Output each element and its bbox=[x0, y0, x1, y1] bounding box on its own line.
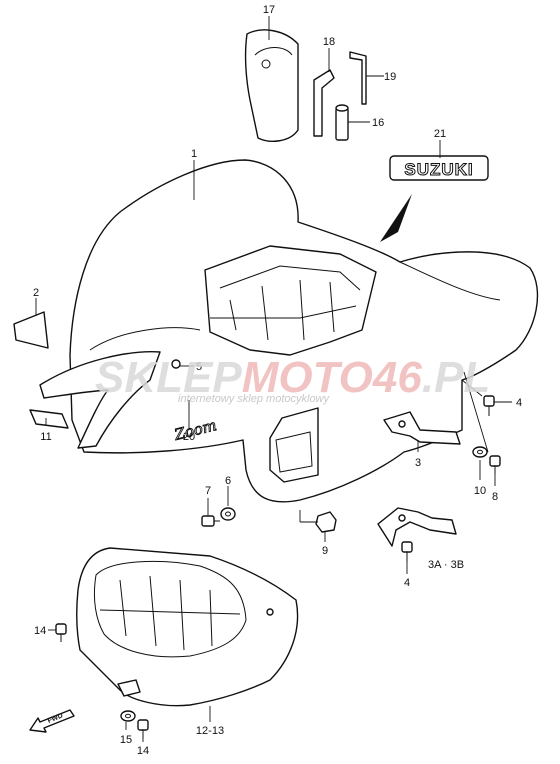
callout-1: 1 bbox=[191, 148, 197, 160]
callout-4-lower: 4 bbox=[404, 577, 410, 589]
part-7-bolt bbox=[201, 515, 220, 527]
emblem-text: SUZUKI bbox=[404, 160, 473, 179]
part-21-emblem: SUZUKI bbox=[380, 155, 489, 242]
part-11-block bbox=[29, 409, 69, 429]
part-6-washer bbox=[220, 507, 236, 521]
watermark-brand: SKLEPMOTO46.PL bbox=[95, 353, 490, 402]
part-15-washer bbox=[120, 710, 136, 722]
watermark: SKLEPMOTO46.PL internetowy sklep motocyk… bbox=[95, 353, 490, 405]
callout-19: 19 bbox=[384, 71, 396, 83]
part-3-bracket bbox=[383, 411, 461, 445]
callout-11: 11 bbox=[40, 431, 51, 443]
callout-12-13: 12-13 bbox=[196, 725, 224, 737]
part-4-bolt-upper bbox=[483, 395, 495, 416]
callout-8: 8 bbox=[492, 491, 498, 503]
part-20-mudguard bbox=[39, 351, 161, 449]
leader-lines bbox=[35, 16, 512, 742]
callout-18: 18 bbox=[323, 36, 335, 48]
callout-21: 21 bbox=[434, 128, 446, 140]
part-4-bolt-lower bbox=[401, 541, 413, 562]
part-8-bolt bbox=[489, 455, 501, 474]
callout-3: 3 bbox=[415, 457, 421, 469]
forward-direction-icon: FWD bbox=[29, 709, 75, 733]
callout-2: 2 bbox=[33, 287, 39, 299]
callout-4-upper: 4 bbox=[516, 397, 522, 409]
part-2-pad bbox=[13, 311, 49, 349]
callout-5: 5 bbox=[196, 361, 202, 373]
part-3a-3b-bracket bbox=[377, 507, 457, 547]
part-14-bolt-left bbox=[55, 623, 67, 642]
callout-labels: 17 18 19 16 21 1 2 5 11 20 4 3 10 8 6 7 … bbox=[33, 4, 522, 757]
part-1-rear-fender: Zoom bbox=[69, 159, 539, 503]
part-9-nut bbox=[315, 511, 337, 533]
callout-20: 20 bbox=[183, 431, 195, 443]
part-5-screw bbox=[171, 359, 181, 369]
part-18-bracket bbox=[313, 69, 335, 137]
part-10-washer bbox=[472, 446, 488, 458]
callout-16: 16 bbox=[372, 117, 384, 129]
callout-14-bottom: 14 bbox=[137, 745, 149, 757]
callout-9: 9 bbox=[322, 545, 328, 557]
part-16-plug-wrench bbox=[335, 104, 349, 141]
callout-7: 7 bbox=[205, 485, 211, 497]
callout-14-left: 14 bbox=[34, 625, 46, 637]
watermark-tagline: internetowy sklep motocyklowy bbox=[178, 393, 331, 405]
callout-6: 6 bbox=[225, 475, 231, 487]
callout-10: 10 bbox=[474, 485, 486, 497]
part-19-hex-key bbox=[349, 51, 367, 105]
part-17-side-cover bbox=[244, 29, 299, 142]
part-14-bolt-bottom bbox=[137, 719, 149, 738]
callout-17: 17 bbox=[263, 4, 275, 16]
callout-3a-3b: 3A · 3B bbox=[428, 559, 464, 571]
callout-15: 15 bbox=[120, 734, 132, 746]
part-12-13-lower-fender bbox=[75, 547, 299, 707]
emblem-pointer-arrow bbox=[380, 194, 412, 242]
